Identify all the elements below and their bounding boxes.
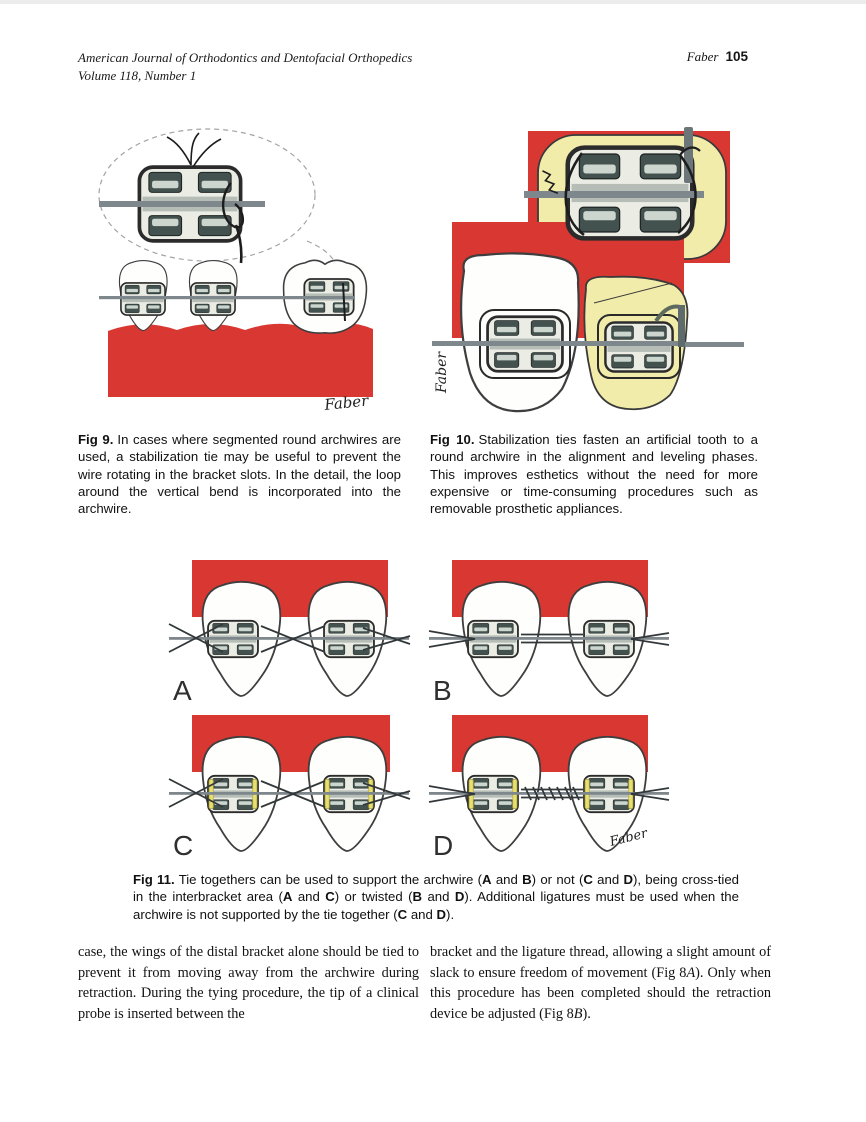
stabilization-loop bbox=[222, 182, 245, 229]
tie-tail bbox=[342, 282, 346, 322]
journal-title: American Journal of Orthodontics and Den… bbox=[78, 50, 413, 65]
archwire bbox=[429, 637, 669, 640]
hook-post bbox=[684, 127, 693, 183]
panel-d: D Faber bbox=[428, 715, 670, 861]
fig10-caption: Fig 10.Stabilization ties fasten an arti… bbox=[430, 431, 758, 517]
text-segment: ), being cross-tied in the interbracket … bbox=[133, 872, 739, 905]
scan-edge bbox=[0, 0, 866, 4]
panel-b: B bbox=[428, 560, 670, 706]
text-segment: A bbox=[482, 872, 492, 887]
panel-a: A bbox=[168, 560, 411, 706]
text-segment: and bbox=[592, 872, 624, 887]
panel-c: C bbox=[168, 715, 411, 861]
page-number: 105 bbox=[725, 49, 748, 64]
text-segment: Tie togethers can be used to support the… bbox=[174, 872, 483, 887]
tooth-seam bbox=[593, 282, 673, 304]
text-segment: ). Only when this procedure has been com… bbox=[430, 964, 771, 1022]
body-text-right: bracket and the ligature thread, allowin… bbox=[430, 942, 771, 1024]
text-segment: ) or not ( bbox=[531, 872, 584, 887]
archwire-detail bbox=[99, 201, 265, 207]
author-name: Faber bbox=[686, 49, 719, 64]
running-head-left: American Journal of Orthodontics and Den… bbox=[78, 49, 412, 85]
running-head-right: Faber 105 bbox=[687, 49, 748, 65]
text-segment: ). bbox=[446, 906, 455, 922]
archwire-distal bbox=[685, 342, 744, 347]
archwire-detail bbox=[524, 191, 704, 198]
hook-bar bbox=[678, 305, 685, 347]
text-segment: B bbox=[522, 872, 532, 887]
artist-signature: Faber bbox=[434, 351, 450, 394]
archwire bbox=[432, 341, 684, 346]
bracket bbox=[605, 323, 672, 372]
fig9-illustration: Faber bbox=[98, 128, 373, 414]
text-segment: bracket and the ligature thread, allowin… bbox=[430, 944, 771, 981]
text-segment: A bbox=[686, 964, 696, 981]
text-segment: ). bbox=[582, 1005, 591, 1022]
stabilization-tie-right bbox=[677, 154, 697, 235]
twist-marks bbox=[524, 786, 580, 801]
text-segment: and bbox=[292, 889, 326, 905]
twist-ties bbox=[428, 785, 670, 803]
archwire bbox=[429, 792, 669, 795]
gingiva bbox=[108, 323, 373, 397]
archwire bbox=[169, 792, 409, 795]
panel-label-d: D bbox=[433, 830, 453, 861]
archwire bbox=[99, 296, 355, 300]
twist-ties bbox=[428, 630, 670, 648]
artist-signature: Faber bbox=[323, 391, 370, 414]
text-segment: ) or twisted ( bbox=[334, 889, 413, 905]
fig10-caption-text: Stabilization ties fasten an artificial … bbox=[430, 432, 759, 517]
fig11-caption: Fig 11. Tie togethers can be used to sup… bbox=[133, 871, 739, 923]
hook-arc bbox=[654, 304, 681, 323]
text-segment: D bbox=[436, 906, 447, 922]
text-segment: C bbox=[397, 906, 408, 922]
cross-ties bbox=[168, 623, 411, 653]
text-segment: C bbox=[325, 889, 335, 905]
archwire bbox=[169, 637, 409, 640]
stabilization-tie-left bbox=[564, 152, 585, 237]
text-segment: A bbox=[282, 889, 293, 905]
text-segment: and bbox=[491, 872, 523, 887]
fig9-caption-text: In cases where segmented round archwires… bbox=[78, 432, 401, 517]
journal-volume: Volume 118, Number 1 bbox=[78, 68, 197, 83]
fig9-caption: Fig 9.In cases where segmented round arc… bbox=[78, 431, 401, 517]
tie-hook bbox=[679, 146, 701, 156]
detail-bracket-group bbox=[99, 132, 265, 264]
panel-label-a: A bbox=[173, 675, 192, 706]
text-segment: Fig 11. bbox=[133, 872, 175, 887]
fig11-illustration: A B C bbox=[168, 560, 670, 861]
text-segment: and bbox=[422, 889, 455, 905]
text-segment: B bbox=[412, 889, 423, 905]
fig10-illustration: Faber bbox=[432, 127, 744, 413]
tie-ends bbox=[166, 132, 222, 168]
panel-label-b: B bbox=[433, 675, 452, 706]
body-text-left: case, the wings of the distal bracket al… bbox=[78, 944, 419, 1022]
twisted-tie-mark bbox=[542, 170, 559, 195]
panel-label-c: C bbox=[173, 830, 193, 861]
fig10-caption-label: Fig 10. bbox=[430, 432, 475, 447]
vertical-bend bbox=[234, 224, 243, 264]
text-segment: D bbox=[454, 889, 465, 905]
fig9-caption-label: Fig 9. bbox=[78, 432, 114, 447]
cross-ties bbox=[168, 778, 411, 808]
text-segment: D bbox=[623, 872, 633, 887]
text-segment: ). Additional ligatures must be used whe… bbox=[133, 889, 739, 922]
text-segment: and bbox=[407, 906, 437, 922]
text-segment: B bbox=[573, 1005, 583, 1022]
text-segment: C bbox=[583, 872, 593, 887]
